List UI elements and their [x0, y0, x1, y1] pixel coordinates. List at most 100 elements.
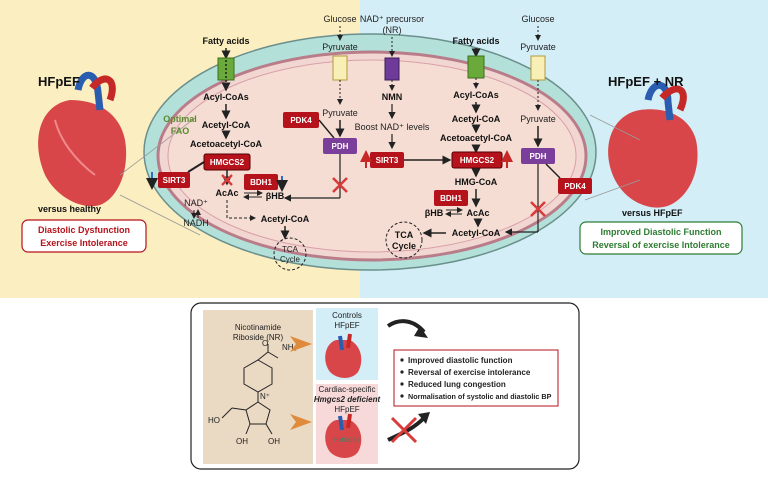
right-block-cross-pdh	[530, 201, 546, 217]
right-boost: Boost NAD⁺ levels	[355, 122, 430, 132]
right-acetyl-coa: Acetyl-CoA	[452, 114, 501, 124]
right-bhb: βHB	[425, 208, 444, 218]
right-title: HFpEF + NR	[608, 74, 684, 89]
left-outcome-line2: Exercise Intolerance	[40, 238, 128, 248]
right-heart-icon	[608, 81, 698, 208]
left-acetoacetyl-coa: Acetoacetyl-CoA	[190, 139, 263, 149]
zoom-line	[119, 117, 196, 176]
right-tca2: Cycle	[392, 241, 416, 251]
right-pdh-enzyme	[521, 148, 555, 164]
left-block-cross-hmgcs2	[221, 174, 233, 186]
arrow	[226, 200, 256, 221]
cs-line1: Cardiac-specific	[319, 385, 376, 394]
left-tca2: Cycle	[280, 255, 301, 264]
cs-line3: HFpEF	[334, 405, 359, 414]
right-pyruvate-in: Pyruvate	[520, 114, 556, 124]
right-pyruvate-transporter	[530, 55, 546, 81]
nr-nplus: N⁺	[260, 392, 270, 401]
zoom-line	[119, 194, 201, 236]
outcomes-list: Improved diastolic function Reversal of …	[400, 356, 552, 401]
outcomes-box	[393, 349, 559, 407]
right-tca-cycle	[385, 221, 423, 259]
left-block-cross-pdh	[332, 177, 348, 193]
right-bdh1-label: BDH1	[440, 194, 462, 203]
left-optimal: Optimal	[163, 114, 197, 124]
bullet	[400, 394, 404, 398]
left-tca-cycle	[273, 237, 307, 271]
bullet	[400, 358, 404, 362]
cs-line2: Hmgcs2 deficient	[314, 395, 381, 404]
right-subtitle: versus HFpEF	[622, 208, 683, 218]
left-hmgcs2-label: HMGCS2	[210, 158, 245, 167]
left-subtitle: versus healthy	[38, 204, 101, 214]
controls-line1: Controls	[332, 311, 362, 320]
left-sirt3-label: SIRT3	[163, 176, 186, 185]
right-acac: AcAc	[466, 208, 489, 218]
left-pyruvate-in: Pyruvate	[322, 108, 358, 118]
left-outcome-line1: Diastolic Dysfunction	[38, 225, 130, 235]
left-bdh1-label: BDH1	[250, 178, 272, 187]
outcome-item: Reversal of exercise intolerance	[408, 368, 531, 377]
knockout-heart-label: HMGCS2	[334, 438, 360, 444]
inhibit-line	[545, 163, 561, 179]
nr-line1: Nicotinamide	[235, 323, 282, 332]
right-pyruvate-top: Pyruvate	[520, 42, 556, 52]
outcome-item: Normalisation of systolic and diastolic …	[408, 392, 552, 401]
bullet	[400, 370, 404, 374]
left-nadh: NADH	[183, 218, 209, 228]
right-outcome-box	[579, 221, 743, 255]
left-pyruvate-top: Pyruvate	[322, 42, 358, 52]
left-acyl-coas: Acyl-CoAs	[203, 92, 249, 102]
right-acyl-coas: Acyl-CoAs	[453, 90, 499, 100]
left-heart-icon	[38, 71, 127, 207]
left-title: HFpEF	[38, 74, 80, 89]
left-acac: AcAc	[215, 188, 238, 198]
zoom-line	[589, 114, 641, 141]
right-pdh-label: PDH	[530, 152, 547, 161]
left-glucose: Glucose	[323, 14, 356, 24]
right-nr-transporter	[384, 57, 400, 81]
nr-o: O	[262, 339, 268, 348]
left-pyruvate-transporter	[332, 55, 348, 81]
nr-molecule-icon	[221, 344, 279, 435]
inhibit-line	[318, 119, 335, 139]
right-nmn: NMN	[382, 92, 403, 102]
right-fatty-acid-transporter	[467, 55, 485, 79]
right-pdk4-enzyme	[558, 178, 592, 194]
left-bhb: βHB	[266, 191, 285, 201]
left-fatty-acids: Fatty acids	[202, 36, 249, 46]
arrow-chevron	[290, 414, 312, 430]
right-bdh1-enzyme	[434, 190, 468, 206]
zoom-line	[584, 179, 641, 201]
left-tca1: TCA	[282, 245, 299, 254]
right-outcome-line2: Reversal of exercise Intolerance	[592, 240, 730, 250]
left-nad: NAD⁺	[184, 198, 208, 208]
right-sirt3-label: SIRT3	[376, 156, 399, 165]
block-cross	[390, 416, 418, 444]
left-pdh-enzyme	[323, 138, 357, 154]
knockout-heart-icon	[325, 413, 362, 458]
left-pdk4-label: PDK4	[290, 116, 312, 125]
left-outcome-box	[21, 219, 147, 253]
left-fao: FAO	[171, 126, 190, 136]
nr-oh2: OH	[268, 437, 280, 446]
inhibit-line	[187, 161, 205, 173]
nr-line2: Riboside (NR)	[233, 333, 284, 342]
curved-arrow-head	[418, 412, 430, 424]
outcome-item: Improved diastolic function	[408, 356, 513, 365]
controls-line2: HFpEF	[334, 321, 359, 330]
left-pdk4-enzyme	[283, 112, 319, 128]
left-acetyl-coa2: Acetyl-CoA	[261, 214, 310, 224]
right-sirt3-enzyme	[370, 152, 404, 168]
nr-nh2: NH₂	[282, 343, 297, 352]
right-hmgcs2-label: HMGCS2	[460, 156, 495, 165]
nr-oh1: OH	[236, 437, 248, 446]
right-nr: (NR)	[383, 25, 402, 35]
right-hmg-coa: HMG-CoA	[455, 177, 498, 187]
right-outcome-line1: Improved Diastolic Function	[600, 227, 721, 237]
left-bdh1-enzyme	[244, 174, 278, 190]
right-pdk4-label: PDK4	[564, 182, 586, 191]
bullet	[400, 382, 404, 386]
right-nad-precursor: NAD⁺ precursor	[360, 14, 424, 24]
